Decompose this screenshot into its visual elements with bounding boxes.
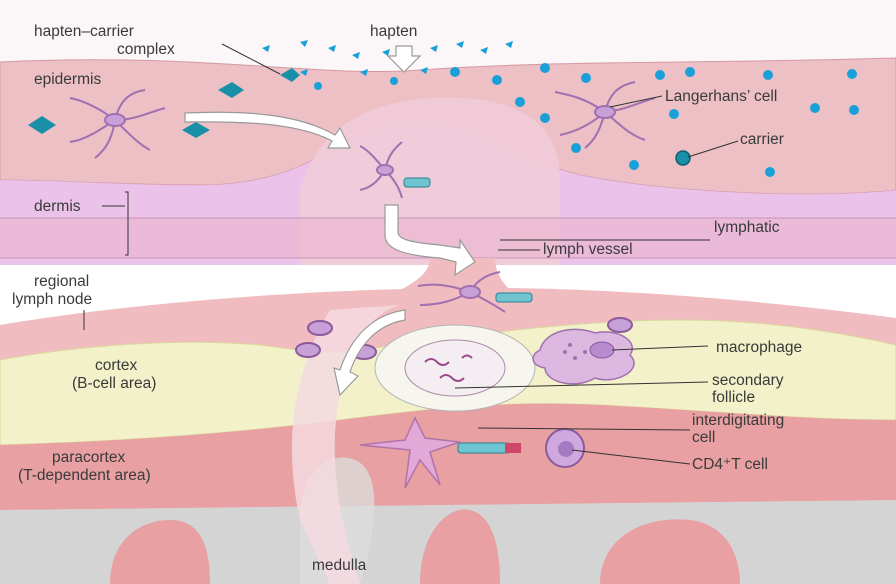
arrow-epidermis-to-dermis <box>184 111 351 149</box>
label-interdigitating-cell-1: interdigitating <box>692 412 784 429</box>
label-hapten: hapten <box>370 23 417 40</box>
interdigitating-cell-shape <box>359 416 521 489</box>
secondary-follicle <box>374 324 536 412</box>
label-paracortex-1: paracortex <box>52 449 125 466</box>
label-cortex-2: (B-cell area) <box>72 375 156 392</box>
label-hapten-carrier-complex-1: hapten–carrier <box>34 23 134 40</box>
langerhans-cell-left <box>69 89 166 159</box>
hapten-molecules <box>262 40 513 76</box>
migrating-langerhans-cell <box>359 141 431 199</box>
cd4-t-cell-shape <box>545 428 585 468</box>
label-cd4-t-cell: CD4⁺T cell <box>692 456 768 473</box>
label-secondary-follicle-1: secondary <box>712 372 784 389</box>
label-hapten-carrier-complex-2: complex <box>117 41 175 58</box>
label-lymphatic: lymphatic <box>714 219 780 236</box>
carrier-proteins <box>314 63 859 177</box>
arrow-into-node <box>333 309 406 397</box>
label-cortex-1: cortex <box>95 357 137 374</box>
dendritic-cell-node <box>417 271 533 313</box>
arrow-hapten-down <box>386 45 422 73</box>
langerhans-cell-right <box>554 81 656 149</box>
label-lymph-vessel: lymph vessel <box>543 241 633 258</box>
label-langerhans-cell: Langerhans’ cell <box>665 88 777 105</box>
label-interdigitating-cell-2: cell <box>692 429 715 446</box>
label-dermis: dermis <box>34 198 81 215</box>
labels: hapten–carrier complex hapten epidermis … <box>12 23 802 574</box>
label-carrier: carrier <box>740 131 784 148</box>
leader-lines <box>83 43 739 465</box>
label-paracortex-2: (T-dependent area) <box>18 467 151 484</box>
label-macrophage: macrophage <box>716 339 802 356</box>
label-epidermis: epidermis <box>34 71 101 88</box>
label-medulla: medulla <box>312 557 367 574</box>
migration-arrows <box>184 45 476 397</box>
label-secondary-follicle-2: follicle <box>712 389 755 406</box>
label-regional-lymph-node-1: regional <box>34 273 89 290</box>
arrow-dermis-to-lymphatic <box>384 204 476 277</box>
label-regional-lymph-node-2: lymph node <box>12 291 92 308</box>
macrophage-cell <box>532 328 635 385</box>
hapten-carrier-complexes <box>28 68 691 166</box>
